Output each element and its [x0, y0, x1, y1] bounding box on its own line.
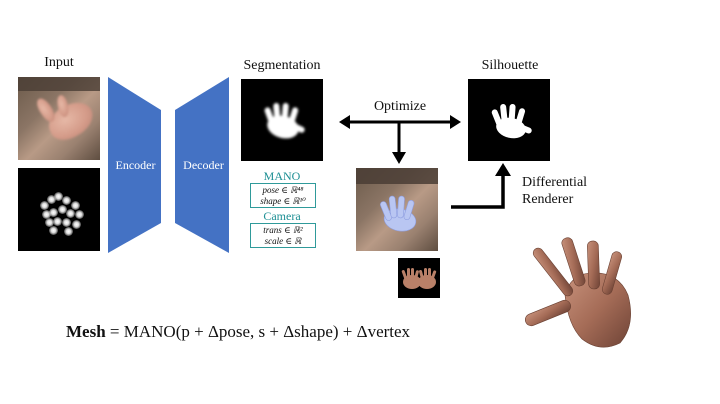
- mano-title: MANO: [263, 169, 301, 183]
- arrow-down-icon: [392, 152, 406, 164]
- rendered-overlay-image: [356, 168, 438, 251]
- input-rgb-image: [18, 77, 100, 160]
- silhouette-hand-shape: [491, 104, 532, 139]
- mano-pose-param: pose ∈ ℝ⁴⁸: [262, 185, 304, 195]
- decoder-label: Decoder: [183, 158, 224, 172]
- decoder-block: [175, 77, 229, 253]
- renderer-label: Renderer: [522, 192, 574, 207]
- camera-title: Camera: [263, 209, 301, 223]
- input-keypoint-heatmap: [18, 168, 100, 251]
- mano-shape-param: shape ∈ ℝ¹⁰: [260, 196, 306, 206]
- mesh-thumbnail-hands: [401, 268, 437, 289]
- segmentation-hand-silhouette: [264, 103, 305, 139]
- camera-scale-param: scale ∈ ℝ: [264, 236, 302, 246]
- mano-parameter-box: pose ∈ ℝ⁴⁸ shape ∈ ℝ¹⁰: [250, 183, 316, 208]
- optimize-arrows: [339, 115, 461, 164]
- segmentation-label: Segmentation: [243, 58, 321, 73]
- silhouette-label: Silhouette: [481, 58, 539, 73]
- differential-label: Differential: [522, 175, 588, 190]
- hand-mesh-3d: [525, 237, 631, 348]
- mesh-thumbnail-image: [398, 258, 440, 298]
- input-label: Input: [44, 55, 74, 70]
- optimize-label: Optimize: [373, 99, 427, 114]
- encoder-decoder-network: [108, 77, 229, 253]
- formula-lhs: Mesh: [66, 322, 106, 341]
- encoder-label: Encoder: [115, 158, 156, 172]
- camera-trans-param: trans ∈ ℝ²: [263, 225, 303, 235]
- camera-parameter-box: trans ∈ ℝ² scale ∈ ℝ: [250, 223, 316, 248]
- mesh-formula: Mesh = MANO(p + Δpose, s + Δshape) + Δve…: [66, 322, 410, 342]
- differential-renderer-arrow: [451, 163, 511, 209]
- arrow-right-icon: [450, 115, 461, 129]
- arrow-up-icon: [495, 163, 511, 176]
- silhouette-image: [468, 79, 550, 161]
- encoder-block: [108, 77, 161, 253]
- rendered-mesh-overlay: [380, 195, 417, 232]
- arrow-left-icon: [339, 115, 350, 129]
- segmentation-mask-image: [241, 79, 323, 161]
- formula-rhs: = MANO(p + Δpose, s + Δshape) + Δvertex: [105, 322, 411, 341]
